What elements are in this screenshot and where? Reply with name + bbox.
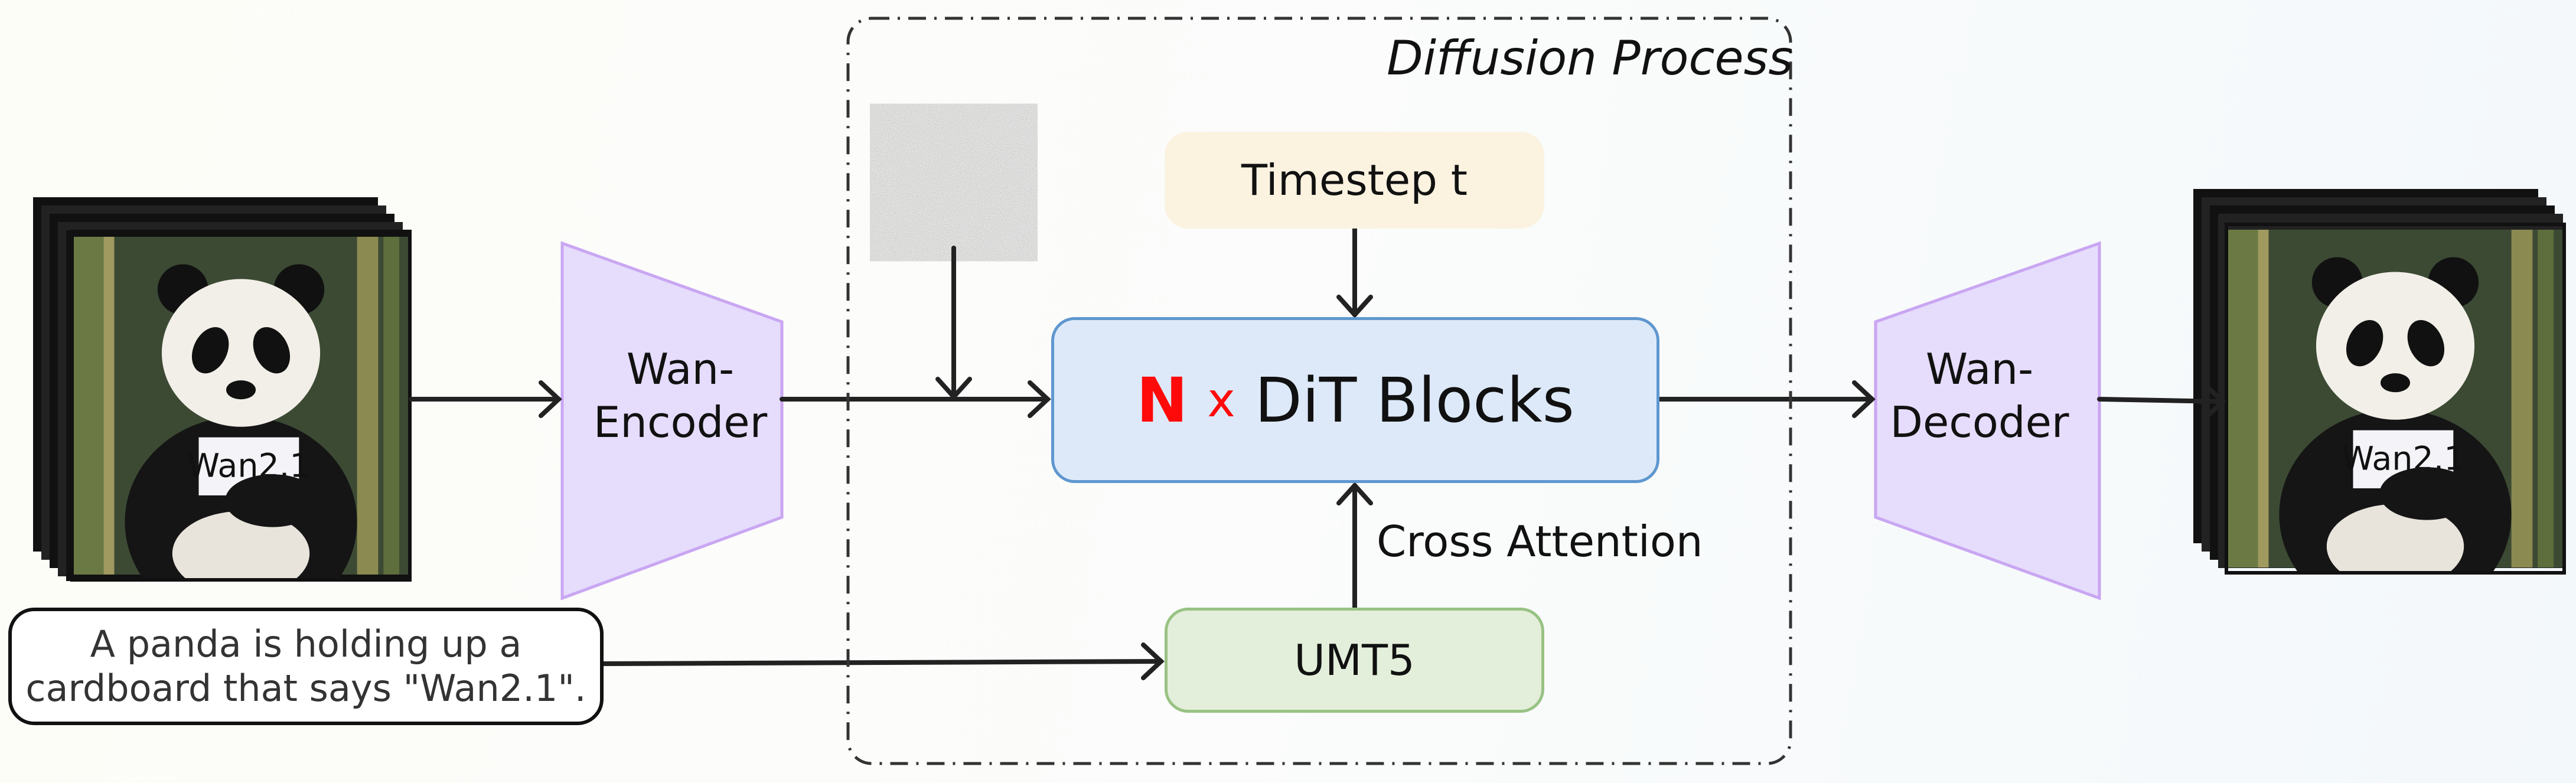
timestep-box: Timestep t bbox=[1165, 132, 1544, 229]
dit-multiply: x bbox=[1207, 373, 1235, 428]
encoder-label-line1: Wan- bbox=[626, 344, 735, 394]
output-video-frames bbox=[2193, 189, 2566, 575]
decoder-label: Wan- Decoder bbox=[1878, 342, 2081, 449]
decoder-label-line2: Decoder bbox=[1890, 397, 2069, 447]
text-prompt-box: A panda is holding up a cardboard that s… bbox=[8, 608, 604, 725]
decoder-label-line1: Wan- bbox=[1925, 344, 2034, 394]
input-video-frames bbox=[33, 197, 412, 582]
arrows bbox=[409, 226, 2226, 680]
umt5-label: UMT5 bbox=[1294, 635, 1415, 685]
encoder-label-line2: Encoder bbox=[593, 397, 768, 447]
diffusion-process-border bbox=[846, 17, 1792, 765]
timestep-label: Timestep t bbox=[1241, 155, 1468, 205]
encoder-label: Wan- Encoder bbox=[579, 342, 782, 449]
prompt-line1: A panda is holding up a bbox=[90, 622, 522, 666]
encoder-shape bbox=[560, 241, 784, 601]
prompt-line2: cardboard that says "Wan2.1". bbox=[25, 666, 586, 710]
diffusion-process-label: Diffusion Process bbox=[1387, 31, 1793, 86]
dit-count-n: N bbox=[1136, 364, 1188, 436]
dit-label: DiT Blocks bbox=[1254, 364, 1574, 436]
cross-attention-label: Cross Attention bbox=[1377, 517, 1703, 566]
decoder-shape bbox=[1874, 241, 2101, 601]
umt5-box: UMT5 bbox=[1165, 608, 1544, 713]
dit-blocks-box: N x DiT Blocks bbox=[1051, 317, 1659, 483]
noise-latent bbox=[884, 117, 1023, 248]
